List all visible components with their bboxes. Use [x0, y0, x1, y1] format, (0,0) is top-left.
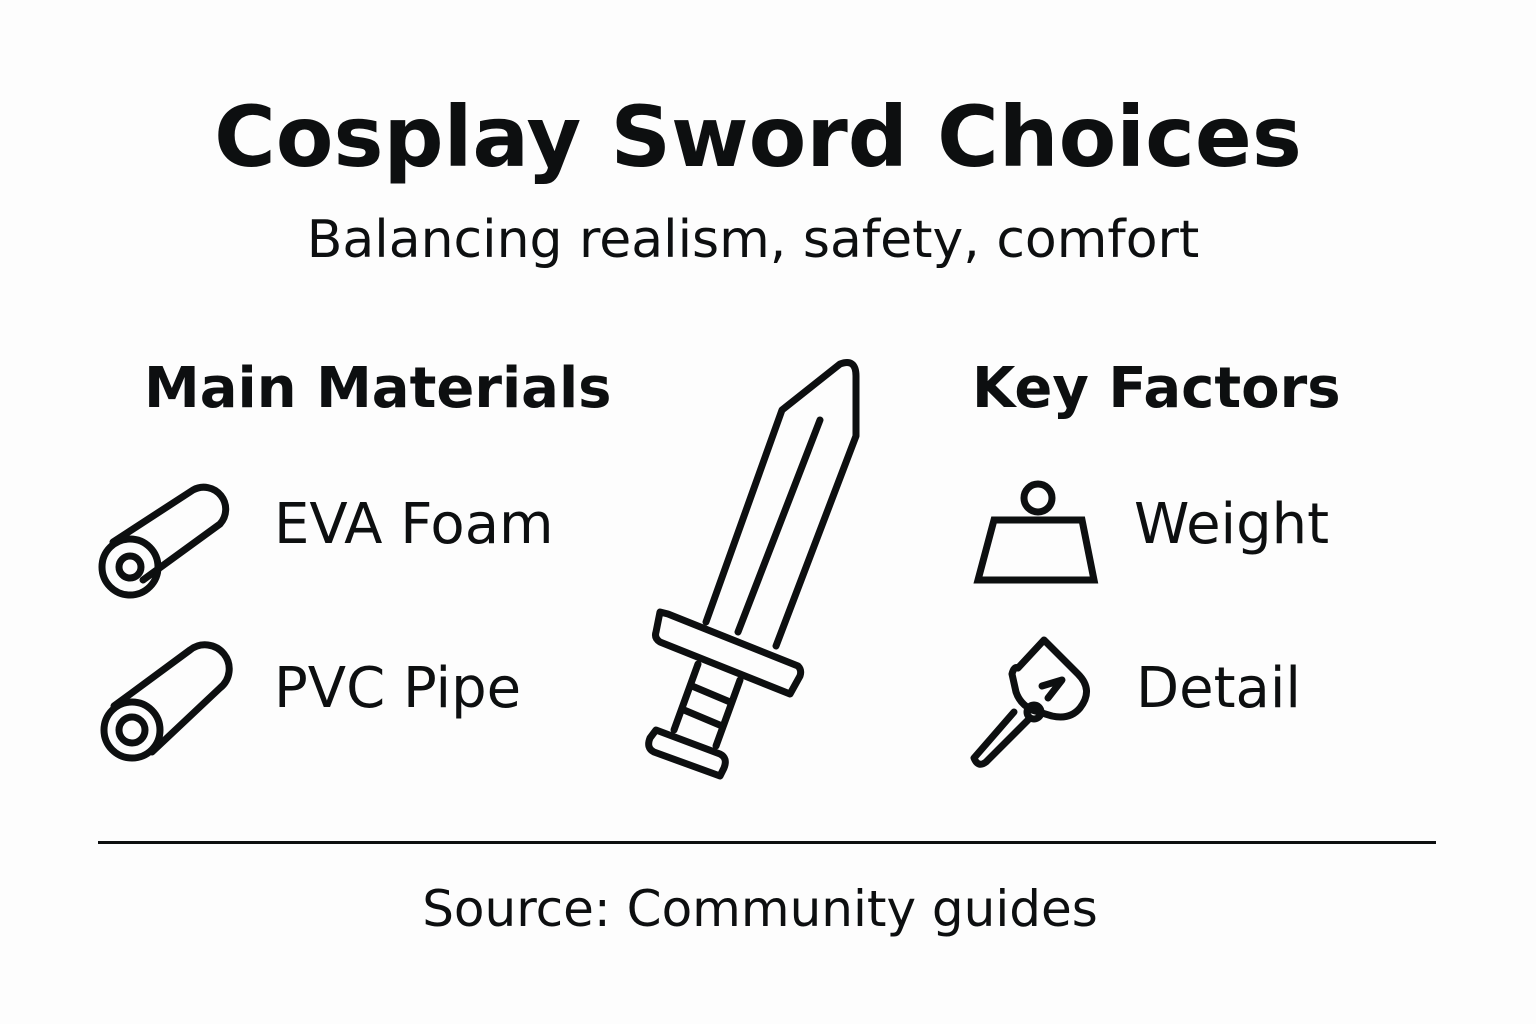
sword-icon [645, 359, 860, 780]
factor-item-weight: Weight [1134, 492, 1330, 557]
paintbrush-icon [970, 636, 1090, 768]
material-item-eva-foam: EVA Foam [274, 492, 554, 557]
page-title: Cosplay Sword Choices [214, 88, 1302, 186]
weight-icon [973, 480, 1099, 584]
foam-roll-icon [98, 483, 230, 599]
factor-item-detail: Detail [1136, 656, 1301, 721]
material-item-pvc-pipe: PVC Pipe [274, 656, 522, 721]
page-subtitle: Balancing realism, safety, comfort [306, 210, 1200, 270]
pipe-icon [100, 641, 233, 762]
divider [98, 841, 1436, 844]
materials-heading: Main Materials [144, 356, 612, 421]
factors-heading: Key Factors [972, 356, 1341, 421]
source-caption: Source: Community guides [422, 880, 1098, 938]
